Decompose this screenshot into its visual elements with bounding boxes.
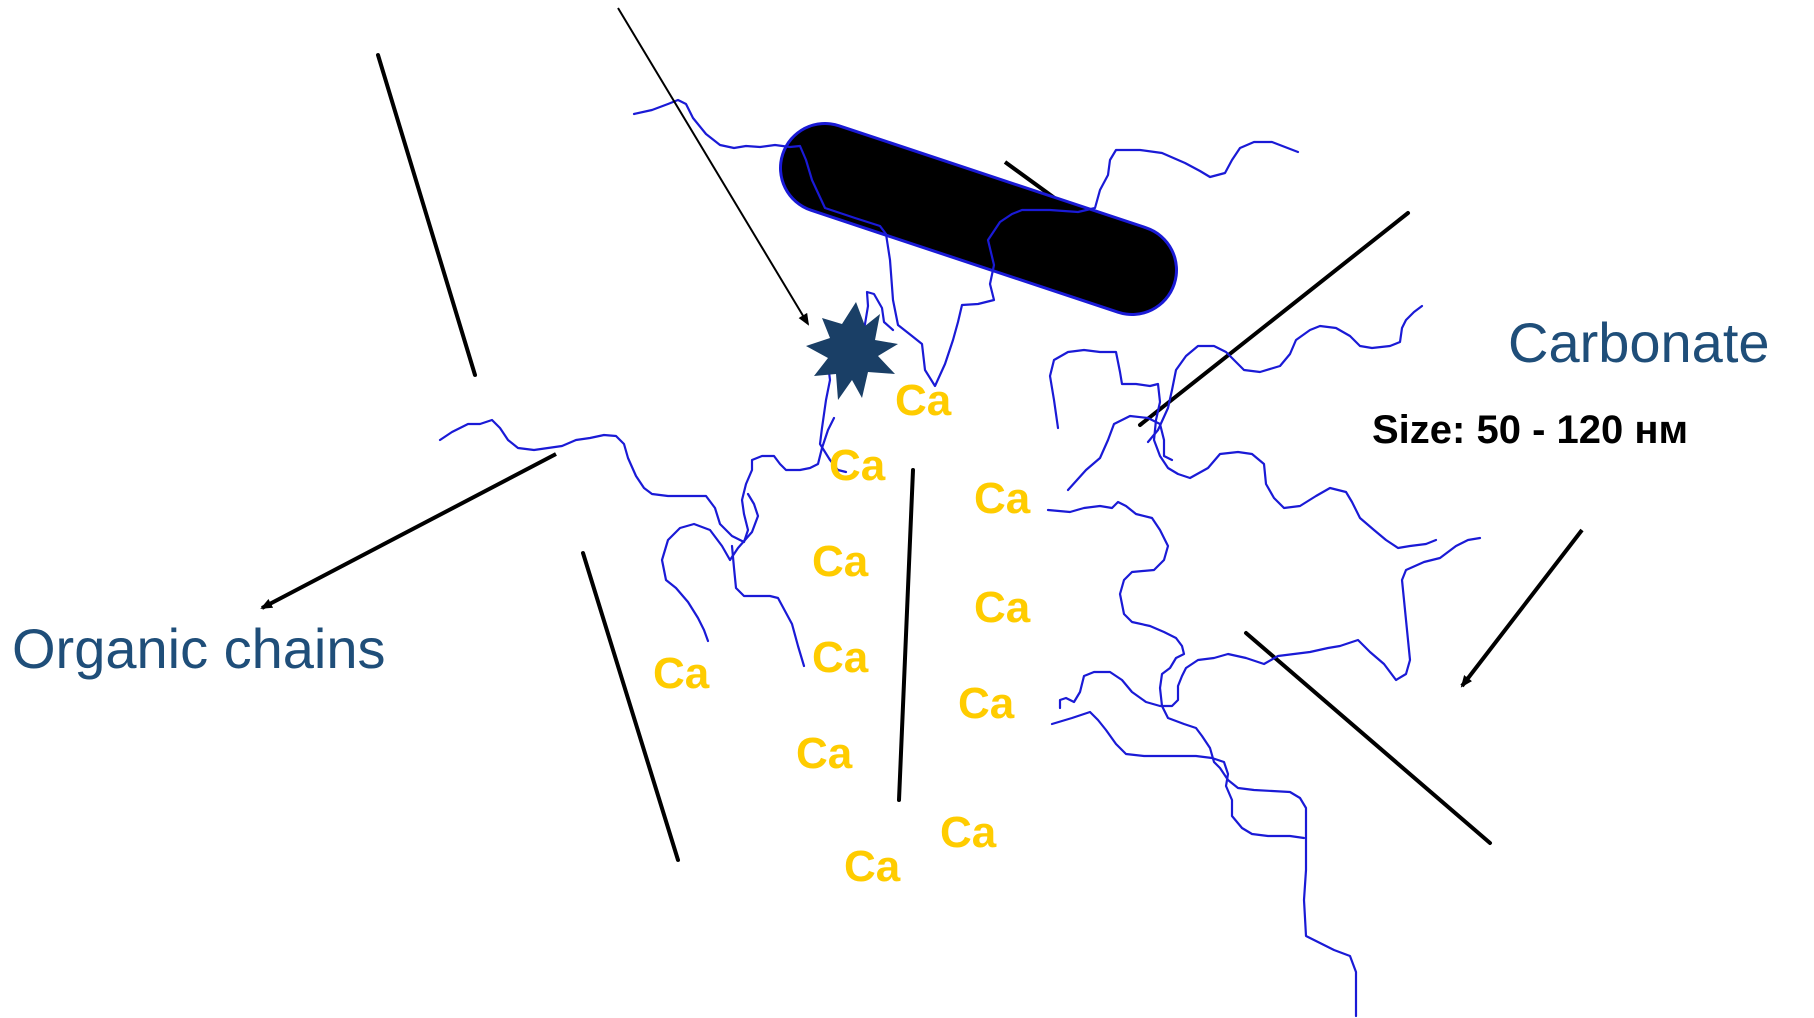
carbonate-arrow bbox=[1460, 528, 1584, 688]
carbonate-rod bbox=[1138, 211, 1410, 427]
calcium-ion-label: Ca bbox=[974, 583, 1031, 632]
organic-chain bbox=[1046, 500, 1358, 1018]
pointer-arrows bbox=[260, 7, 1584, 688]
organic-chain bbox=[730, 544, 806, 668]
organic-chain bbox=[1146, 304, 1424, 444]
carbonate-label: Carbonate bbox=[1508, 311, 1770, 374]
carbonate-rod-top bbox=[779, 122, 1178, 316]
organic-chain bbox=[1048, 348, 1438, 550]
carbonate-rod bbox=[1244, 631, 1492, 845]
calcium-ion-label: Ca bbox=[895, 376, 952, 425]
reaction-star bbox=[806, 302, 898, 400]
organic-chains bbox=[438, 98, 1482, 1018]
calcium-ion-label: Ca bbox=[844, 842, 901, 891]
organic-chain bbox=[1050, 710, 1306, 840]
calcium-ion-label: Ca bbox=[653, 649, 710, 698]
star-pointer-arrow bbox=[617, 7, 810, 326]
carbonate-rod bbox=[376, 53, 477, 377]
calcium-ion-label: Ca bbox=[829, 441, 886, 490]
calcium-ion-label: Ca bbox=[940, 808, 997, 857]
size-label: Size: 50 - 120 нм bbox=[1372, 408, 1688, 452]
carbonate-rod bbox=[581, 551, 680, 862]
organic-chains-label: Organic chains bbox=[12, 617, 386, 680]
carbonate-rods bbox=[376, 53, 1492, 862]
organic-chain bbox=[1058, 536, 1482, 710]
calcium-ion-label: Ca bbox=[812, 633, 869, 682]
organic-chain bbox=[632, 98, 1300, 388]
calcium-ion-label: Ca bbox=[812, 537, 869, 586]
organic-chains-arrow bbox=[260, 452, 557, 610]
calcium-ion-label: Ca bbox=[796, 729, 853, 778]
organic-chain bbox=[1066, 414, 1174, 492]
organic-chain bbox=[660, 492, 760, 643]
carbonate-rod bbox=[897, 468, 915, 802]
calcium-ion-label: Ca bbox=[958, 679, 1015, 728]
calcium-ion-label: Ca bbox=[974, 474, 1031, 523]
calcium-ions: Ca Ca Ca Ca Ca Ca Ca Ca Ca Ca Ca bbox=[653, 376, 1031, 891]
organic-chain bbox=[438, 416, 836, 544]
